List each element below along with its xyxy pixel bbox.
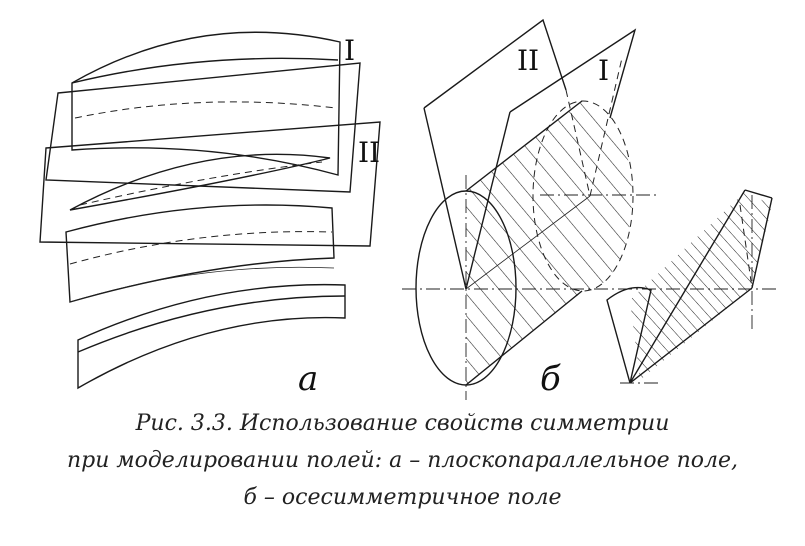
part-b-drawing: II I б (402, 18, 780, 400)
middle-curved-band (65, 204, 335, 303)
plane-II-b (423, 18, 567, 109)
plane-label-I-b: I (598, 54, 609, 87)
plane-I-a (45, 62, 361, 193)
caption-line-1: Рис. 3.3. Использование свойств симметри… (135, 411, 670, 436)
plane-label-II-b: II (517, 44, 539, 77)
top-curved-band (71, 31, 341, 176)
plane-I-b (509, 28, 637, 119)
cylinder-body (466, 102, 632, 385)
bottom-curved-band (77, 283, 346, 390)
part-a-label: а (298, 359, 318, 399)
caption-line-2: при моделировании полей: а – плоскопарал… (66, 448, 739, 473)
plane-label-I-a: I (344, 34, 355, 67)
sector-body (630, 192, 772, 380)
part-a-drawing: I II а (39, 31, 381, 399)
plane-label-II-a: II (358, 136, 380, 169)
figure-caption: Рис. 3.3. Использование свойств симметри… (0, 405, 805, 516)
plane-II-a (39, 121, 381, 247)
caption-line-3: б – осесимметричное поле (243, 485, 562, 510)
part-b-label: б (540, 359, 561, 399)
